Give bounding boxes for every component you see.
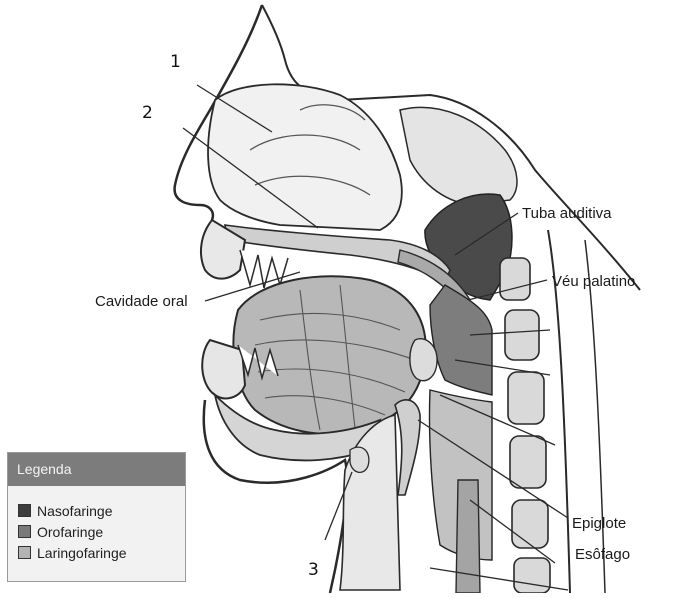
sinus-region (400, 107, 517, 205)
label-number-2: 2 (142, 103, 153, 123)
vertebra (505, 310, 539, 360)
vertebra (510, 436, 546, 488)
legend-box: Legenda Nasofaringe Orofaringe Laringofa… (7, 452, 186, 582)
label-tuba-auditiva: Tuba auditiva (522, 205, 612, 222)
label-number-1: 1 (170, 52, 181, 72)
spine-back-line (585, 240, 605, 593)
legend-item-orofaringe: Orofaringe (18, 524, 103, 540)
legend-swatch-laringofaringe (18, 546, 31, 559)
label-esofago: Esôfago (575, 546, 630, 563)
legend-title: Legenda (8, 453, 185, 486)
tonsil (410, 339, 437, 381)
vertebra (500, 258, 530, 300)
vertebra (514, 558, 550, 593)
nasopharynx-region (425, 194, 512, 300)
legend-swatch-orofaringe (18, 525, 31, 538)
legend-swatch-nasofaringe (18, 504, 31, 517)
legend-label-orofaringe: Orofaringe (37, 524, 103, 540)
oropharynx-region (430, 285, 492, 395)
legend-label-nasofaringe: Nasofaringe (37, 503, 113, 519)
label-number-3: 3 (308, 560, 319, 580)
label-epiglote: Epiglote (572, 515, 626, 532)
legend-label-laringofaringe: Laringofaringe (37, 545, 127, 561)
label-cavidade-oral: Cavidade oral (95, 293, 188, 310)
vertebra (512, 500, 548, 548)
cervical-spine (500, 258, 550, 593)
legend-item-nasofaringe: Nasofaringe (18, 503, 113, 519)
nasal-cavity (208, 84, 402, 230)
legend-item-laringofaringe: Laringofaringe (18, 545, 127, 561)
vertebra (508, 372, 544, 424)
label-veu-palatino: Véu palatino (552, 273, 635, 290)
epiglottis (395, 400, 420, 495)
hyoid (350, 447, 369, 472)
